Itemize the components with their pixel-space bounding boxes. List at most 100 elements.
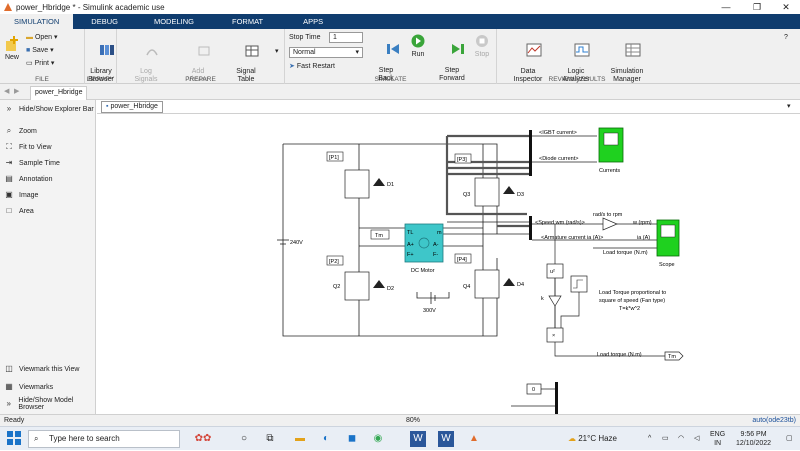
chevron-down-icon[interactable]: ▾ xyxy=(787,103,791,110)
edge-icon[interactable]: ◐ xyxy=(322,433,330,444)
logic-analyzer-button[interactable]: Logic Analyzer xyxy=(555,35,597,100)
simulate-group: Stop Time 1 Normal▾ ➤ Fast Restart Step … xyxy=(285,29,497,84)
save-button[interactable]: ■ Save ▾ xyxy=(26,47,54,54)
block-diagram[interactable]: 240V D1 D2 D3 D4 Q2 Q3 Q4 [P1] xyxy=(97,116,800,414)
p1-label: [P1] xyxy=(329,155,339,161)
logic-analyzer-icon xyxy=(574,43,590,57)
weather-widget[interactable]: ☁ 21°C Haze xyxy=(568,434,618,443)
data-inspector-button[interactable]: Data Inspector xyxy=(507,35,549,100)
store-icon[interactable]: ◼ xyxy=(347,433,357,444)
chrome-icon[interactable]: ◉ xyxy=(373,433,383,444)
step-back-button[interactable]: Step Back xyxy=(373,34,399,99)
forward-icon[interactable]: ▶ xyxy=(14,88,20,95)
image-button[interactable]: ▣Image xyxy=(5,190,39,199)
file-explorer-icon[interactable]: ▬ xyxy=(295,433,305,444)
matlab-icon[interactable]: ▲ xyxy=(469,433,479,444)
scope-label: Scope xyxy=(659,262,675,268)
tag-p3[interactable] xyxy=(454,153,472,164)
rads-to-rpm-gain[interactable] xyxy=(602,217,618,231)
signal-table-button[interactable]: Signal Table xyxy=(229,37,263,100)
simulink-logo-icon xyxy=(3,2,13,12)
switch-q4[interactable] xyxy=(474,269,500,299)
bus-selector-currents[interactable] xyxy=(529,130,532,176)
windows-start-icon[interactable] xyxy=(6,431,22,447)
switch-q3[interactable] xyxy=(474,177,500,207)
minimize-icon[interactable]: — xyxy=(721,2,731,12)
p3-label: [P3] xyxy=(457,157,467,163)
viewmarks-button[interactable]: ▦Viewmarks xyxy=(5,382,54,391)
word-icon[interactable]: W xyxy=(410,431,426,447)
stop-button[interactable]: Stop xyxy=(471,34,493,59)
viewmark-this-button[interactable]: ◫Viewmark this View xyxy=(5,364,80,373)
library-group: Library Browser LIBRARY xyxy=(85,29,117,84)
prepare-expand-icon[interactable]: ▾ xyxy=(275,48,279,55)
task-view-icon[interactable]: ⧉ xyxy=(266,433,274,444)
d1-label: D1 xyxy=(387,182,394,188)
tag-p4[interactable] xyxy=(454,253,472,264)
volume-icon[interactable]: ◁ xyxy=(694,435,700,442)
news-widget-icon[interactable]: ✿✿ xyxy=(194,433,212,444)
tab-format[interactable]: FORMAT xyxy=(231,17,264,26)
d4-label: D4 xyxy=(517,282,524,288)
model-canvas[interactable]: ▪ power_Hbridge ▾ 240V xyxy=(97,100,800,414)
zoom-button[interactable]: ⌕Zoom xyxy=(0,124,96,138)
dc-motor-block[interactable] xyxy=(404,223,444,263)
motor-aminus-port: A- xyxy=(433,242,439,248)
log-signals-button[interactable]: Log Signals xyxy=(129,37,163,100)
word-icon-2[interactable]: W xyxy=(438,431,454,447)
sim-mode-select[interactable]: Normal▾ xyxy=(289,47,363,58)
q2-label: Q2 xyxy=(333,284,340,290)
fast-restart-button[interactable]: ➤ Fast Restart xyxy=(289,63,335,70)
tm-goto-tag[interactable] xyxy=(664,351,684,361)
tag-tm-from[interactable] xyxy=(370,229,390,240)
fit-to-view-button[interactable]: ⛶Fit to View xyxy=(0,140,96,154)
step-forward-button[interactable]: Step Forward xyxy=(437,34,467,99)
tm-goto-label: Tm xyxy=(668,354,676,360)
diode-d3 xyxy=(503,186,515,194)
maximize-icon[interactable]: ❐ xyxy=(752,2,762,12)
area-button[interactable]: □Area xyxy=(0,204,96,218)
stop-time-input[interactable]: 1 xyxy=(329,32,363,43)
cortana-icon[interactable]: ○ xyxy=(240,433,248,444)
bus-selector-motor[interactable] xyxy=(529,216,532,240)
tab-modeling[interactable]: MODELING xyxy=(153,17,194,26)
tag-p1[interactable] xyxy=(326,151,344,162)
back-icon[interactable]: ◀ xyxy=(4,88,10,95)
saturation-block[interactable] xyxy=(570,275,588,293)
motor-tl-port: TL xyxy=(407,230,413,236)
sample-time-button[interactable]: ⇥Sample Time xyxy=(5,158,60,167)
tray-chevron-icon[interactable]: ^ xyxy=(648,435,652,442)
simulation-manager-button[interactable]: Simulation Manager xyxy=(601,35,653,100)
add-viewer-button[interactable]: Add Viewer xyxy=(181,37,215,100)
annotation-button[interactable]: ▤Annotation xyxy=(5,174,53,183)
new-button[interactable]: New xyxy=(2,35,22,62)
k-gain-block[interactable] xyxy=(548,295,562,307)
double-chevron-icon: » xyxy=(6,104,12,113)
close-icon[interactable]: ✕ xyxy=(782,2,790,12)
hide-explorer-button[interactable]: »Hide/Show Explorer Bar xyxy=(0,102,96,116)
tag-p2[interactable] xyxy=(326,255,344,266)
switch-q1[interactable] xyxy=(344,169,370,199)
open-button[interactable]: ▬ Open ▾ xyxy=(26,34,58,41)
network-icon[interactable]: ▭ xyxy=(662,435,669,442)
tab-simulation[interactable]: SIMULATION xyxy=(0,14,74,29)
tab-debug[interactable]: DEBUG xyxy=(91,17,118,26)
run-button[interactable]: Run xyxy=(407,34,429,59)
bottom-bus-bar[interactable] xyxy=(555,382,558,414)
wifi-icon[interactable]: ◠ xyxy=(678,435,685,442)
switch-q2[interactable] xyxy=(344,271,370,301)
notification-icon[interactable]: ▢ xyxy=(786,435,793,442)
hide-browser-button[interactable]: »Hide/Show Model Browser xyxy=(0,397,96,411)
print-button[interactable]: ▭ Print ▾ xyxy=(26,60,55,67)
d2-label: D2 xyxy=(387,286,394,292)
help-icon[interactable]: ? xyxy=(784,34,788,41)
solver-link[interactable]: auto(ode23tb) xyxy=(752,417,796,424)
stop-time-label: Stop Time xyxy=(289,34,321,41)
tab-apps[interactable]: APPS xyxy=(303,17,324,26)
model-tab[interactable]: power_Hbridge xyxy=(30,86,88,100)
library-browser-button[interactable]: Library Browser xyxy=(87,35,115,100)
model-breadcrumb[interactable]: ▪ power_Hbridge xyxy=(101,101,163,113)
taskbar-search-input[interactable]: ⌕ Type here to search xyxy=(28,430,180,448)
